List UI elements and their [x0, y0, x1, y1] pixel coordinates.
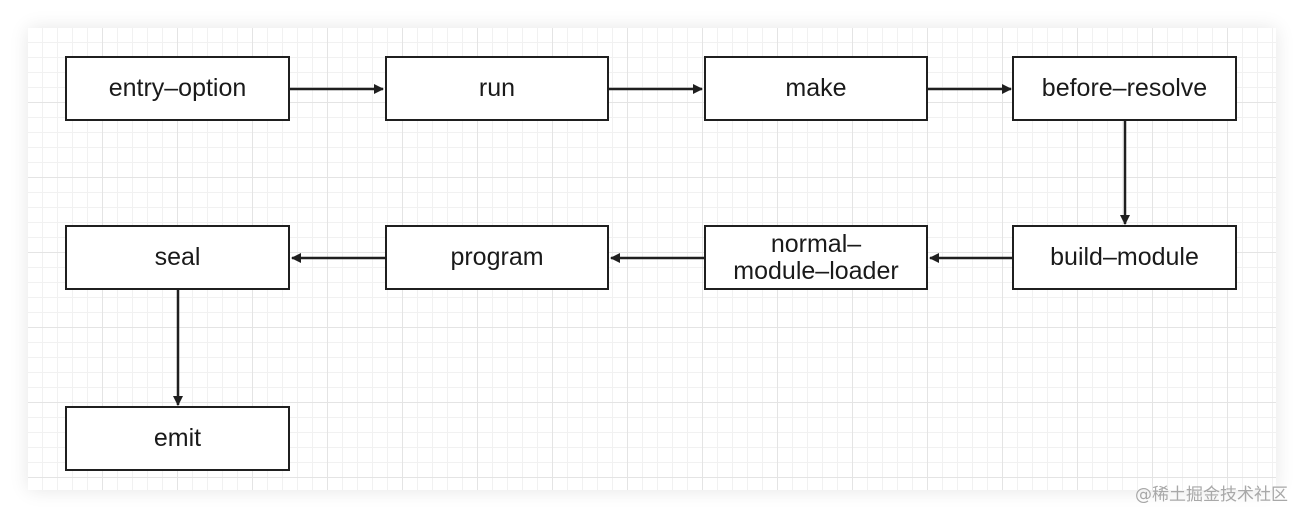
node-build-module: build–module: [1012, 225, 1237, 290]
node-label: make: [785, 74, 847, 102]
node-make: make: [704, 56, 928, 121]
node-run: run: [385, 56, 609, 121]
node-label: seal: [154, 243, 201, 271]
node-normal-module-loader: normal– module–loader: [704, 225, 928, 290]
node-label: normal– module–loader: [733, 229, 899, 285]
node-label: run: [478, 74, 516, 102]
node-label: before–resolve: [1041, 74, 1208, 102]
node-before-resolve: before–resolve: [1012, 56, 1237, 121]
node-label: program: [450, 243, 544, 271]
node-seal: seal: [65, 225, 290, 290]
node-label: emit: [153, 424, 202, 452]
node-emit: emit: [65, 406, 290, 471]
node-entry-option: entry–option: [65, 56, 290, 121]
node-program: program: [385, 225, 609, 290]
watermark-text: @稀土掘金技术社区: [1135, 485, 1288, 505]
node-label: build–module: [1050, 243, 1199, 271]
node-label: entry–option: [108, 74, 247, 102]
